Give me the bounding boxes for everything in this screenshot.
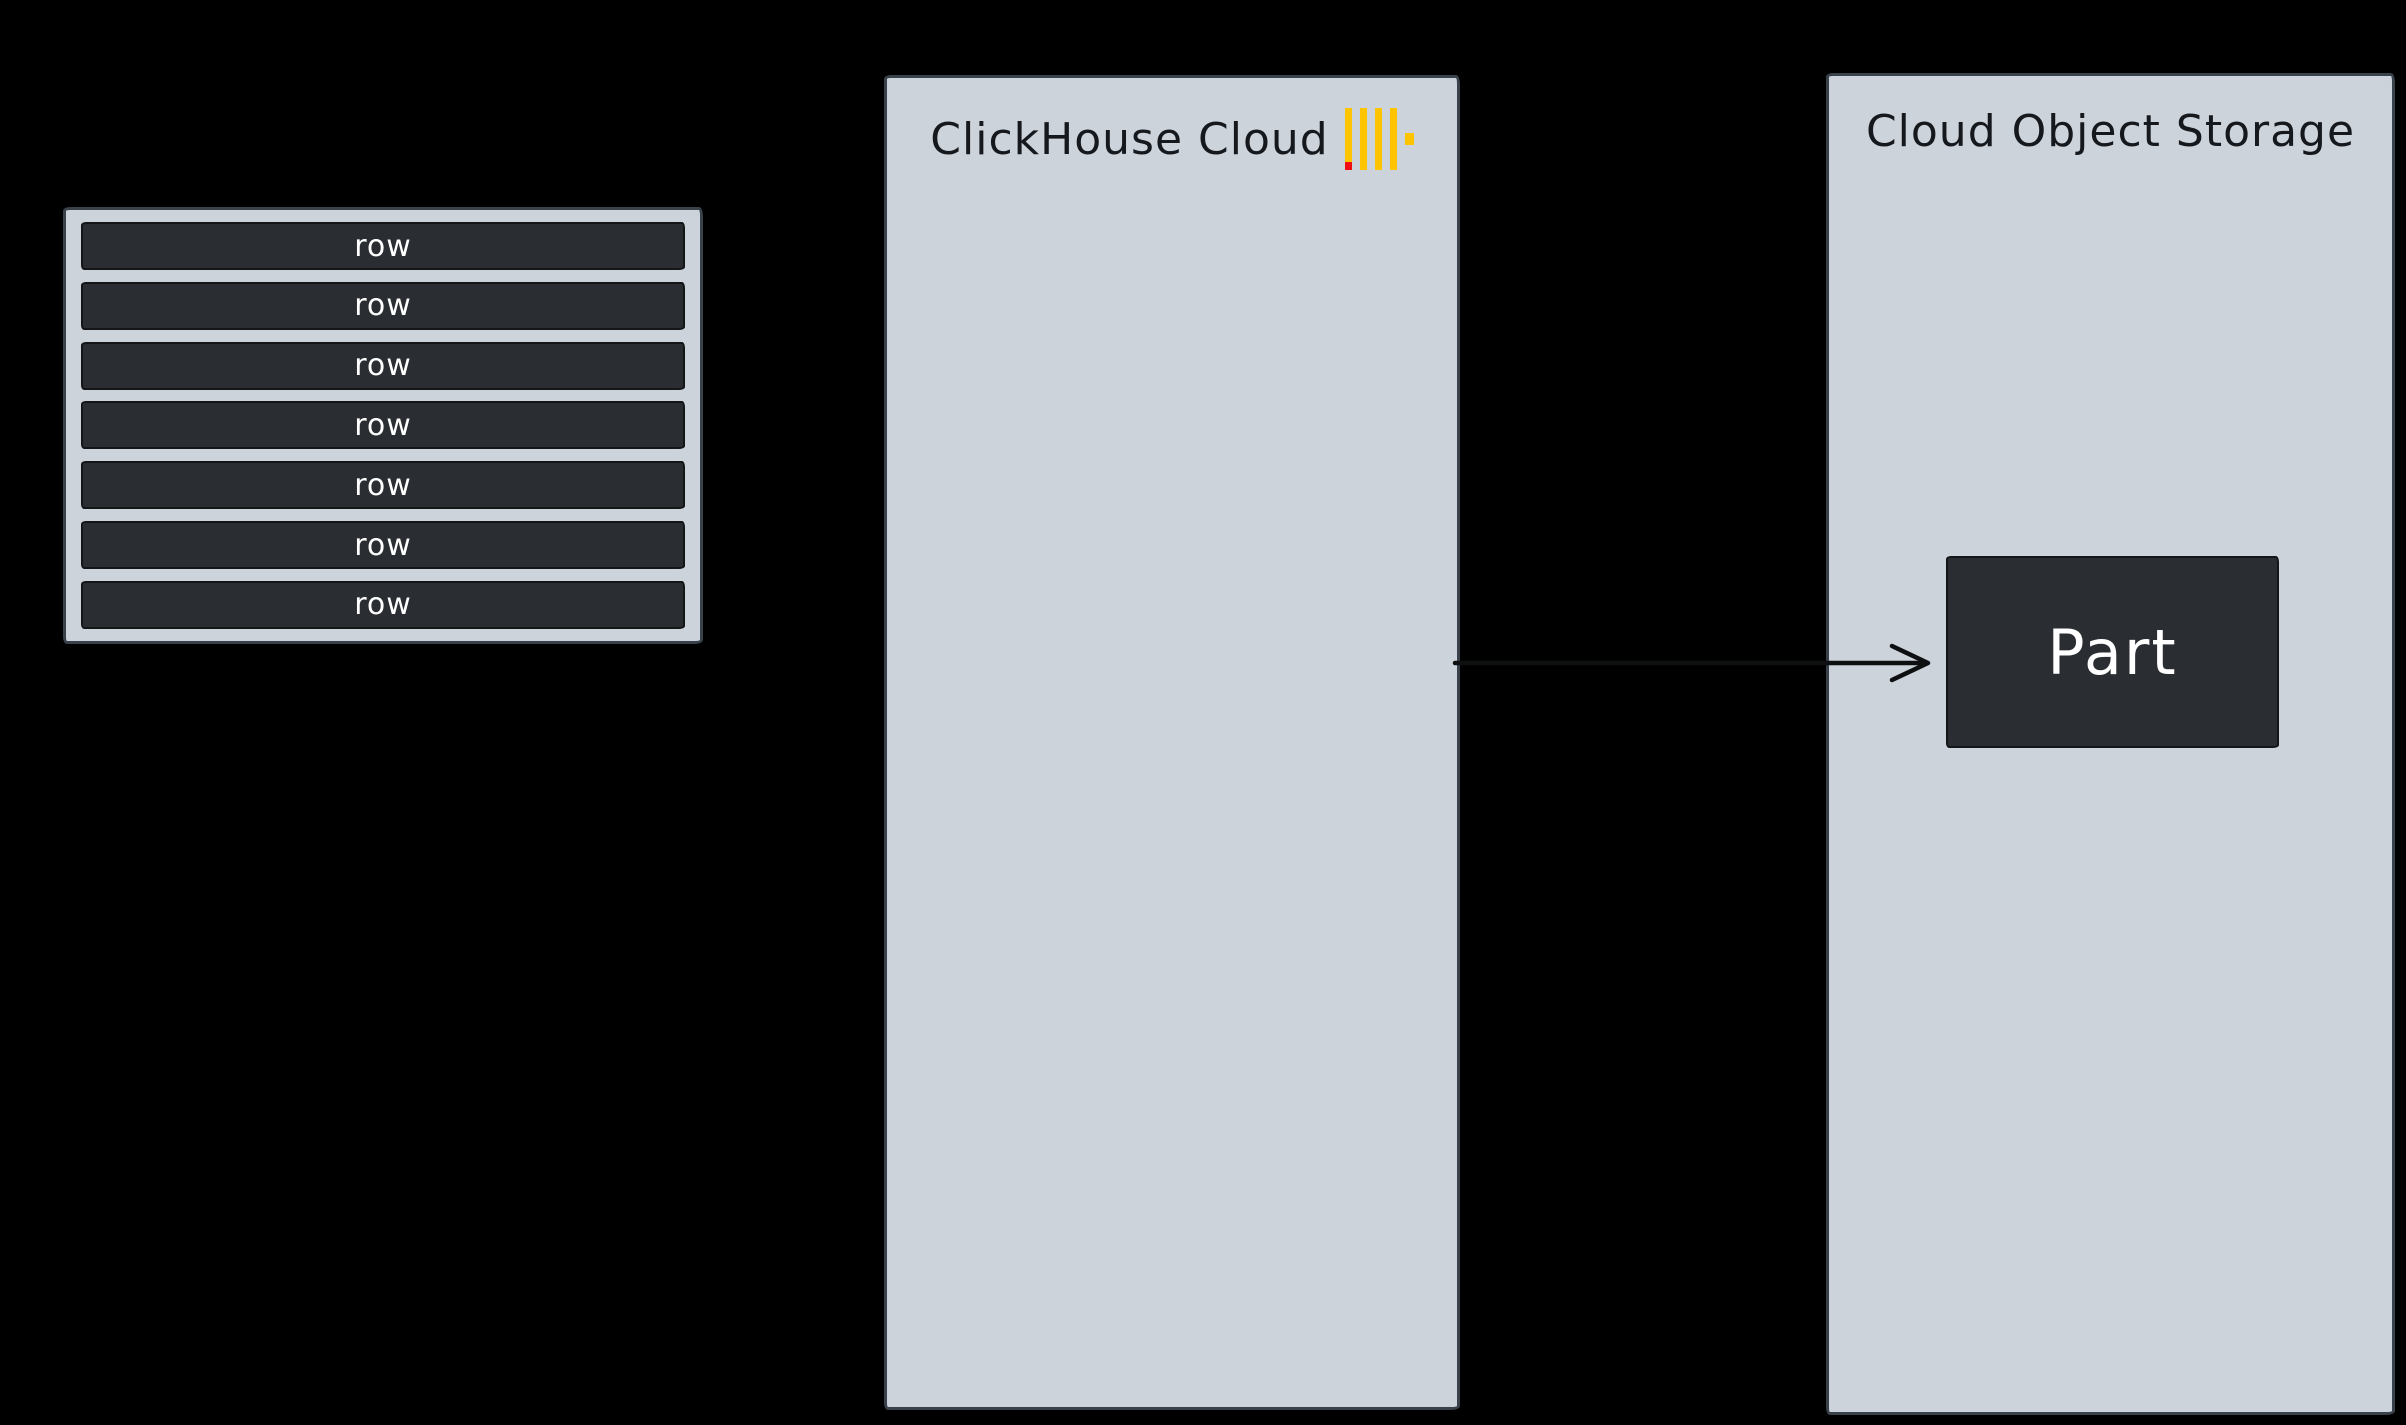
cloud-object-storage-panel: Cloud Object Storage Part [1826,73,2395,1415]
cloud-object-storage-title: Cloud Object Storage [1865,106,2356,157]
row-block: row [81,461,685,510]
row-label: row [354,228,412,264]
clickhouse-cloud-title: ClickHouse Cloud [930,113,1329,165]
row-label: row [354,288,412,324]
row-block: row [81,521,685,570]
row-label: row [354,407,412,443]
clickhouse-logo-bar [1359,108,1367,170]
clickhouse-logo-red-accent [1344,162,1352,170]
clickhouse-logo-bar [1374,108,1382,170]
part-block: Part [1946,556,2279,748]
clickhouse-logo-bar [1344,108,1352,170]
row-label: row [354,467,412,503]
clickhouse-logo-bar-yellow [1344,108,1352,162]
part-label: Part [2047,615,2178,689]
row-label: row [354,348,412,384]
clickhouse-cloud-panel: ClickHouse Cloud [884,75,1460,1410]
cloud-object-storage-header: Cloud Object Storage [1829,106,2392,157]
row-block: row [81,281,685,330]
row-block: row [81,580,685,629]
inserted-rows-block: row row row row row row row [63,207,703,644]
row-label: row [354,527,412,563]
row-label: row [354,587,412,623]
row-block: row [81,222,685,270]
clickhouse-logo-icon [1344,108,1414,170]
clickhouse-logo-bar [1389,108,1397,170]
clickhouse-cloud-header: ClickHouse Cloud [887,108,1457,170]
clickhouse-logo-short-bar [1404,133,1414,145]
row-block: row [81,341,685,390]
row-block: row [81,401,685,450]
